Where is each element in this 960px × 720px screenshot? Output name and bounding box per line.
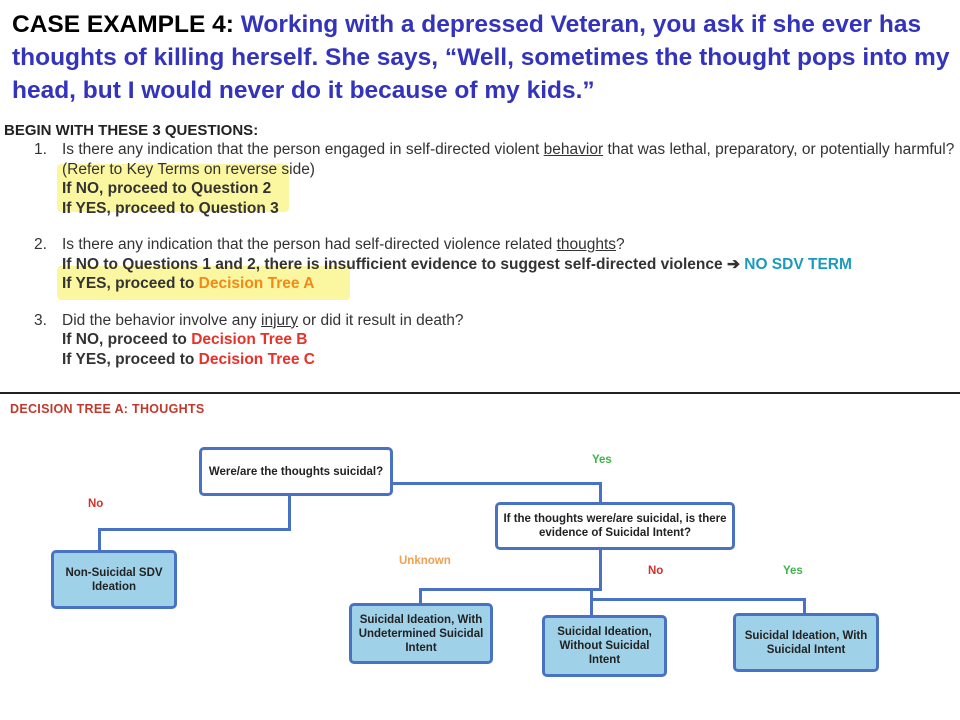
q3-pre: Did the behavior involve any [62,311,262,329]
q2-yes-target: Decision Tree A [198,275,315,292]
case-example-label: CASE EXAMPLE 4: [12,11,234,38]
q2-yes: If YES, proceed to Decision Tree A [62,274,960,294]
q2-post: ? [616,236,625,253]
highlight-q1 [57,164,289,212]
q3-no-text: If NO, proceed to [62,331,192,348]
connector-line [419,588,602,591]
without-intent-box: Suicidal Ideation, Without Suicidal Inte… [542,615,667,677]
branch-label-no: No [88,498,104,510]
case-example-title: CASE EXAMPLE 4: Working with a depressed… [12,8,952,107]
question-2: 2. Is there any indication that the pers… [4,235,960,294]
connector-line [803,598,806,615]
question-number: 2. [34,236,47,253]
arrow-icon: ➔ [726,255,740,273]
question-text: Is there any indication that the person … [62,140,960,160]
connector-line [419,588,422,605]
section-divider [0,392,960,394]
non-suicidal-text: Non-Suicidal SDV Ideation [65,566,163,593]
branch-label-no: No [648,565,664,577]
connector-line [599,482,602,504]
with-intent-text: Suicidal Ideation, With Suicidal Intent [744,629,868,656]
branch-label-yes: Yes [592,454,612,466]
q2-no: If NO to Questions 1 and 2, there is ins… [62,255,960,275]
branch-label-unknown: Unknown [399,555,451,567]
highlight-q2 [57,266,350,300]
questions-section: BEGIN WITH THESE 3 QUESTIONS: 1. Is ther… [4,122,960,369]
q1-note: (Refer to Key Terms on reverse side) [62,160,315,178]
q3-no: If NO, proceed to Decision Tree B [62,330,960,350]
non-suicidal-ideation-box: Non-Suicidal SDV Ideation [51,550,177,609]
connector-line [98,528,291,531]
question-number: 1. [34,141,47,158]
root-question-box: Were/are the thoughts suicidal? [199,447,393,496]
with-intent-box: Suicidal Ideation, With Suicidal Intent [733,613,879,672]
q2-no-text: If NO to Questions 1 and 2, there is ins… [62,255,727,273]
connector-line [590,598,806,601]
undetermined-text: Suicidal Ideation, With Undetermined Sui… [358,613,484,654]
q1-yes: If YES, proceed to Question 3 [62,199,279,217]
q1-pre: Is there any indication that the person … [62,141,544,158]
q3-yes-target: Decision Tree C [198,350,315,368]
question-text: Did the behavior involve any injury or d… [62,311,960,331]
questions-heading: BEGIN WITH THESE 3 QUESTIONS: [4,122,259,139]
q3-post: or did it result in death? [298,311,464,329]
q3-yes: If YES, proceed to Decision Tree C [62,350,960,370]
q1-post: that was lethal, preparatory, or potenti… [603,141,955,158]
q1-term: behavior [543,141,604,158]
q2-term: thoughts [556,236,617,253]
root-question-text: Were/are the thoughts suicidal? [208,465,384,478]
question-number: 3. [34,311,47,329]
q3-no-target: Decision Tree B [191,331,308,348]
q1-no: If NO, proceed to Question 2 [62,180,272,197]
connector-line [590,588,593,615]
q2-pre: Is there any indication that the person … [62,236,557,253]
case-example-text: Working with a depressed Veteran, you as… [12,11,950,104]
connector-line [288,494,291,529]
q3-term: injury [261,311,299,329]
decision-tree-title: DECISION TREE A: THOUGHTS [10,402,205,416]
question-text: Is there any indication that the person … [62,235,960,255]
without-intent-text: Suicidal Ideation, Without Suicidal Inte… [557,626,652,666]
branch-label-yes: Yes [783,565,803,577]
intent-question-text: If the thoughts were/are suicidal, is th… [503,513,727,539]
connector-line [392,482,602,485]
connector-line [599,548,602,590]
undetermined-intent-box: Suicidal Ideation, With Undetermined Sui… [349,603,493,664]
q2-yes-text: If YES, proceed to [62,275,199,292]
connector-line [98,528,101,550]
question-3: 3. Did the behavior involve any injury o… [4,311,960,370]
question-1: 1. Is there any indication that the pers… [4,140,960,218]
q3-yes-text: If YES, proceed to [62,350,199,368]
intent-question-box: If the thoughts were/are suicidal, is th… [495,502,735,550]
q2-no-result: NO SDV TERM [739,255,852,273]
